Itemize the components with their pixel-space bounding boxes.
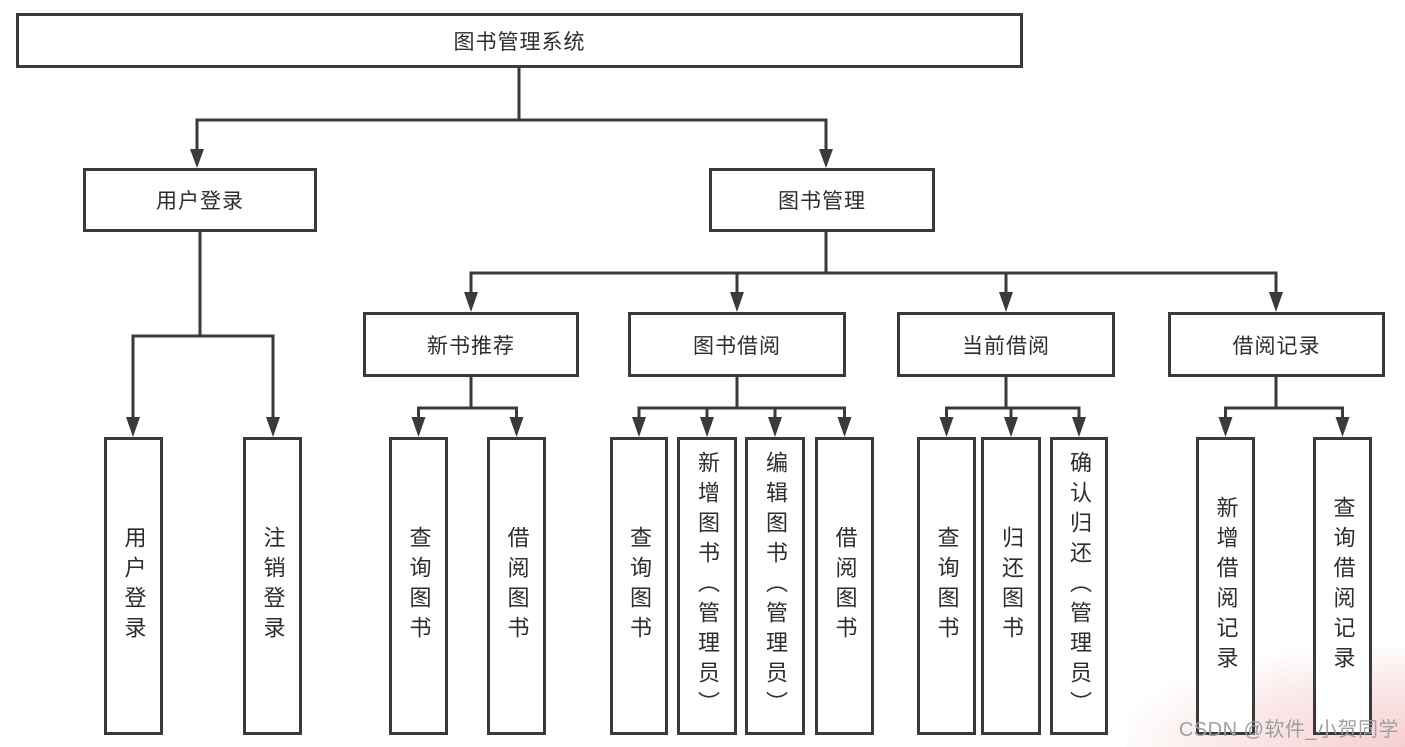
node-user-login: 用户登录 [83, 168, 317, 232]
connector-current-borrow-children [939, 375, 1086, 437]
node-confirm-return-admin: 确认归还（管理员） [1050, 437, 1108, 735]
connector-book-borrow-children [632, 375, 852, 437]
connector-new-book-children [411, 375, 524, 437]
node-borrow-records: 借阅记录 [1168, 312, 1385, 377]
node-query-borrow-record: 查询借阅记录 [1313, 437, 1372, 735]
node-current-borrow: 当前借阅 [897, 312, 1115, 377]
node-book-borrow: 图书借阅 [628, 312, 846, 377]
node-query-books-recommend: 查询图书 [389, 437, 448, 735]
connector-borrow-records-children [1218, 375, 1350, 437]
node-borrow-books-leaf: 借阅图书 [815, 437, 874, 735]
node-user-login-leaf: 用户登录 [104, 437, 163, 735]
node-new-book-recommend: 新书推荐 [363, 312, 579, 377]
node-logout-leaf: 注销登录 [243, 437, 302, 735]
node-edit-book-admin: 编辑图书（管理员） [745, 437, 805, 735]
node-return-book: 归还图书 [981, 437, 1041, 735]
connector-book-management-level3 [464, 230, 1283, 312]
connector-root-level2 [190, 66, 833, 168]
node-book-management: 图书管理 [709, 168, 935, 232]
node-add-book-admin: 新增图书（管理员） [677, 437, 737, 735]
csdn-watermark-text: CSDN @软件_小贺同学 [1178, 719, 1399, 741]
node-query-books-current: 查询图书 [917, 437, 976, 735]
node-add-borrow-record: 新增借阅记录 [1196, 437, 1255, 735]
node-library-system: 图书管理系统 [16, 13, 1023, 68]
node-borrow-books-recommend: 借阅图书 [487, 437, 546, 735]
node-query-books-borrow: 查询图书 [610, 437, 668, 735]
connector-user-login-children [126, 230, 280, 437]
